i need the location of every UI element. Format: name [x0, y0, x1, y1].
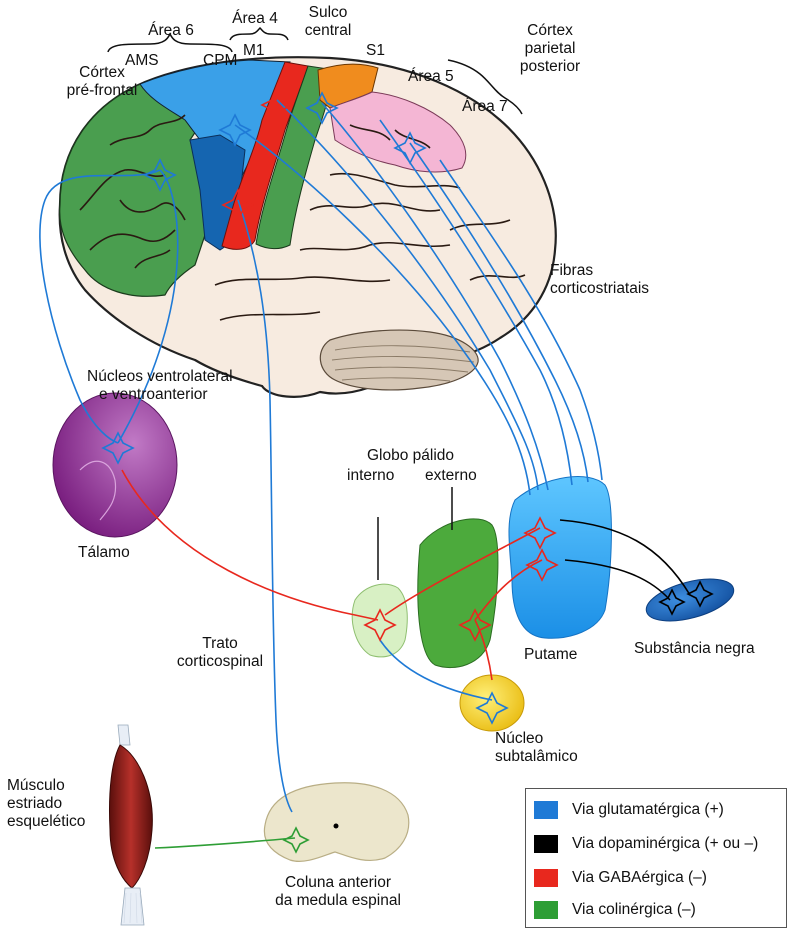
- legend-item-glutamatergic: Via glutamatérgica (+): [534, 799, 724, 821]
- label-prefrontal-2: pré-frontal: [52, 82, 152, 100]
- label-area7: Área 7: [462, 98, 508, 116]
- label-trato-1: Trato: [170, 635, 270, 653]
- label-fibras-1: Fibras: [550, 262, 593, 280]
- legend-swatch: [534, 869, 558, 887]
- label-externo: externo: [425, 467, 477, 485]
- label-musculo-2: estriado: [7, 795, 62, 813]
- legend-label: Via colinérgica (–): [572, 901, 696, 919]
- label-sulco-1: Sulco: [293, 4, 363, 22]
- label-parietal-2: parietal: [500, 40, 600, 58]
- label-putame: Putame: [524, 646, 577, 664]
- legend-item-dopaminergic: Via dopaminérgica (+ ou –): [534, 833, 758, 855]
- legend-swatch: [534, 835, 558, 853]
- medula-canal: [334, 824, 339, 829]
- label-parietal-3: posterior: [500, 58, 600, 76]
- label-nucleos-1: Núcleos ventrolateral: [87, 368, 233, 386]
- legend-label: Via dopaminérgica (+ ou –): [572, 835, 758, 853]
- globo-externo-shape: [418, 519, 498, 668]
- label-cpm: CPM: [203, 52, 237, 70]
- label-nucleo-sub-2: subtalâmico: [495, 748, 578, 766]
- legend-label: Via GABAérgica (–): [572, 869, 707, 887]
- label-m1: M1: [243, 42, 265, 60]
- label-coluna-2: da medula espinal: [263, 892, 413, 910]
- label-s1: S1: [366, 42, 385, 60]
- label-coluna-1: Coluna anterior: [263, 874, 413, 892]
- label-interno: interno: [347, 467, 394, 485]
- globo-interno-shape: [352, 584, 407, 657]
- label-musculo-1: Músculo: [7, 777, 65, 795]
- label-nucleos-2: e ventroanterior: [99, 386, 208, 404]
- label-sulco-2: central: [293, 22, 363, 40]
- label-talamo: Tálamo: [78, 544, 130, 562]
- legend-swatch: [534, 901, 558, 919]
- legend-item-cholinergic: Via colinérgica (–): [534, 899, 696, 921]
- substancia-negra-shape: [642, 571, 738, 629]
- label-fibras-2: corticostriatais: [550, 280, 649, 298]
- label-substancia: Substância negra: [634, 640, 755, 658]
- talamo-shape: [53, 393, 177, 537]
- label-parietal-1: Córtex: [500, 22, 600, 40]
- legend-swatch: [534, 801, 558, 819]
- label-nucleo-sub-1: Núcleo: [495, 730, 543, 748]
- label-area5: Área 5: [408, 68, 454, 86]
- label-musculo-3: esquelético: [7, 813, 85, 831]
- label-ams: AMS: [125, 52, 159, 70]
- label-area4: Área 4: [215, 10, 295, 28]
- label-trato-2: corticospinal: [170, 653, 270, 671]
- musculo-shape: [109, 725, 152, 925]
- label-area6: Área 6: [126, 22, 216, 40]
- legend-label: Via glutamatérgica (+): [572, 801, 724, 819]
- putame-shape: [509, 477, 611, 639]
- label-globo: Globo pálido: [367, 447, 454, 465]
- legend-item-gabaergic: Via GABAérgica (–): [534, 867, 707, 889]
- legend: Via glutamatérgica (+) Via dopaminérgica…: [525, 788, 787, 928]
